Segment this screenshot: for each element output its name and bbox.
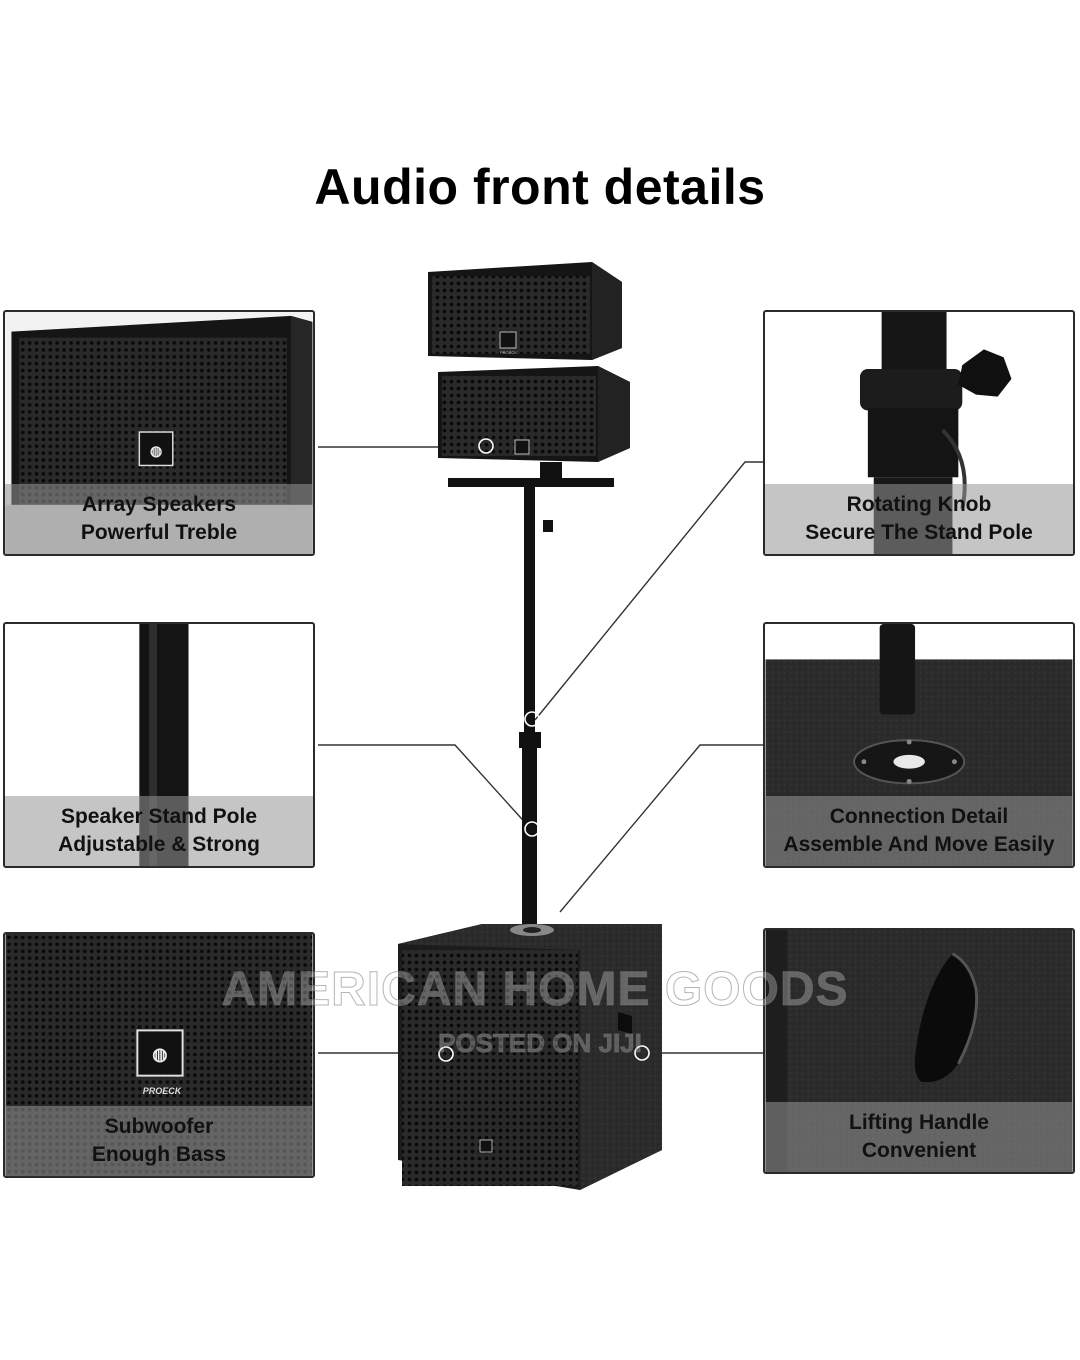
caption: Lifting Handle Convenient (765, 1102, 1073, 1172)
brand-label: PROECK (142, 1086, 182, 1096)
caption: Speaker Stand Pole Adjustable & Strong (5, 796, 313, 866)
caption: Subwoofer Enough Bass (5, 1106, 313, 1176)
panel-rotating-knob: Rotating Knob Secure The Stand Pole (763, 310, 1075, 556)
caption: Array Speakers Powerful Treble (5, 484, 313, 554)
caption: Rotating Knob Secure The Stand Pole (765, 484, 1073, 554)
stand-pole (519, 486, 553, 926)
mount-bar (448, 478, 614, 487)
page-title: Audio front details (314, 159, 766, 215)
caption-line-2: Assemble And Move Easily (783, 833, 1055, 856)
subwoofer-cabinet (398, 924, 662, 1190)
caption-line-1: Connection Detail (829, 805, 1009, 828)
caption: Connection Detail Assemble And Move Easi… (765, 796, 1073, 866)
svg-text:◍: ◍ (152, 1044, 168, 1064)
caption-line-1: Lifting Handle (849, 1111, 989, 1134)
caption-line-1: Rotating Knob (846, 493, 992, 516)
watermark-subtext: POSTED ON JIJI (438, 1028, 643, 1059)
caption-line-1: Array Speakers (81, 493, 237, 516)
panel-array-speakers: ◍ Array Speakers Powerful Treble (3, 310, 315, 556)
array-speaker-bottom (438, 366, 630, 462)
panel-connection-detail: Connection Detail Assemble And Move Easi… (763, 622, 1075, 868)
badge-top-brand: PROECK (500, 350, 517, 355)
panel-subwoofer: ◍ PROECK Subwoofer Enough Bass (3, 932, 315, 1178)
caption-line-1: Speaker Stand Pole (60, 805, 258, 828)
panel-lifting-handle: Lifting Handle Convenient (763, 928, 1075, 1174)
caption-line-2: Secure The Stand Pole (805, 521, 1033, 544)
caption-line-2: Powerful Treble (80, 521, 238, 544)
array-speaker-top (428, 262, 622, 360)
svg-text:◍: ◍ (150, 444, 162, 459)
caption-line-2: Enough Bass (91, 1143, 227, 1166)
caption-line-1: Subwoofer (104, 1115, 214, 1138)
panel-stand-pole: Speaker Stand Pole Adjustable & Strong (3, 622, 315, 868)
caption-line-2: Convenient (861, 1139, 977, 1162)
watermark: AMERICAN HOME GOODS (221, 963, 849, 1017)
caption-line-2: Adjustable & Strong (58, 833, 260, 856)
